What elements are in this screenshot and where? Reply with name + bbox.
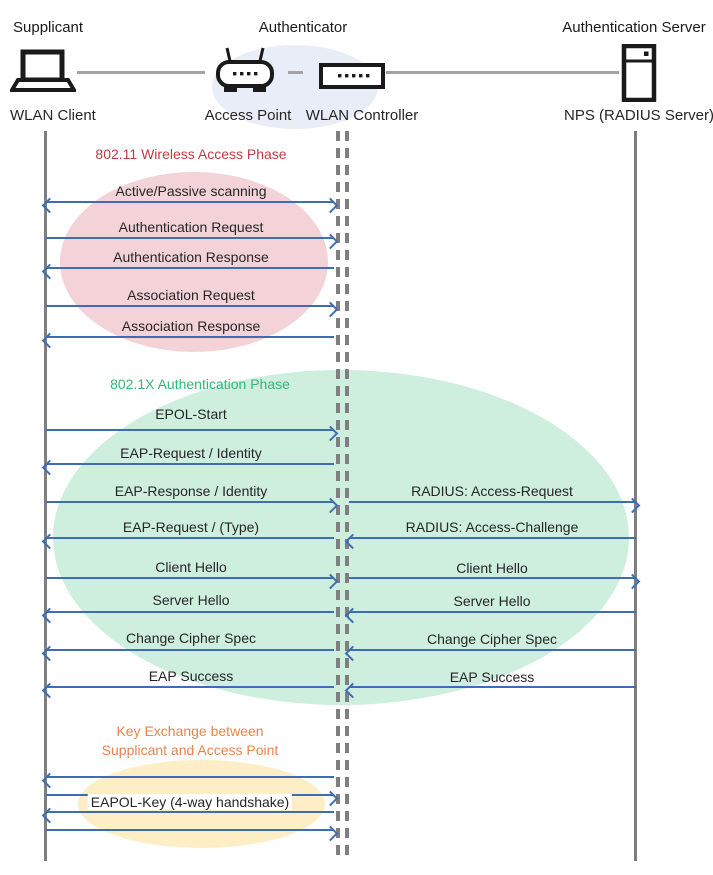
server-icon	[621, 43, 657, 103]
message-label: Association Response	[121, 318, 261, 334]
arrow-left	[46, 611, 334, 613]
arrow-right	[46, 305, 334, 307]
arrow-right	[46, 577, 334, 579]
message-label: Client Hello	[456, 560, 528, 576]
message-label: EAP-Request / Identity	[120, 445, 262, 461]
message-label: Change Cipher Spec	[126, 630, 256, 646]
caption-wlan-client: WLAN Client	[10, 107, 96, 124]
wlan-controller-icon	[319, 63, 385, 89]
arrow-left	[46, 649, 334, 651]
arrow-both	[46, 201, 334, 203]
key-exchange-title-line1: Key Exchange between	[116, 723, 264, 739]
message-label: EAP Success	[148, 668, 234, 684]
arrow-right	[46, 237, 334, 239]
message-label: Authentication Request	[118, 219, 264, 235]
arrow-left	[349, 686, 636, 688]
message-label: Server Hello	[152, 592, 230, 608]
message-label: EAP-Response / Identity	[114, 483, 268, 499]
role-authentication-server: Authentication Server	[562, 19, 706, 36]
lifeline-supplicant	[44, 131, 47, 861]
message-label: Change Cipher Spec	[427, 631, 557, 647]
message-label: RADIUS: Access-Challenge	[405, 519, 579, 535]
message-label: Client Hello	[155, 559, 227, 575]
caption-wlan-controller: WLAN Controller	[305, 107, 419, 124]
message-label: EAPOL-Key (4-way handshake)	[87, 794, 293, 810]
role-authenticator: Authenticator	[258, 19, 348, 36]
lifeline-authenticator-dash-2	[345, 131, 349, 855]
message-label: Active/Passive scanning	[115, 183, 267, 199]
connector-controller-server	[386, 71, 619, 74]
arrow-left	[349, 611, 636, 613]
connector-client-ap	[77, 71, 205, 74]
lifeline-authenticator-dash-1	[336, 131, 340, 855]
message-label: Authentication Response	[113, 249, 269, 265]
caption-nps-radius-server: NPS (RADIUS Server)	[563, 107, 713, 124]
arrow-right	[46, 829, 334, 831]
caption-access-point: Access Point	[204, 107, 292, 124]
message-label: Server Hello	[453, 593, 531, 609]
lifeline-auth-server	[634, 131, 637, 861]
message-label: EPOL-Start	[155, 406, 227, 422]
arrow-left	[46, 811, 334, 813]
phase-title-80211: 802.11 Wireless Access Phase	[95, 146, 287, 162]
message-label: Association Request	[127, 287, 255, 303]
arrow-left	[46, 267, 334, 269]
arrow-left	[46, 537, 334, 539]
message-label: RADIUS: Access-Request	[411, 483, 573, 499]
arrow-right	[46, 429, 334, 431]
access-point-icon	[214, 46, 278, 98]
arrow-left	[46, 776, 334, 778]
arrow-right	[349, 577, 636, 579]
arrow-right	[349, 501, 636, 503]
arrow-right	[46, 501, 334, 503]
phase-title-key-exchange: Key Exchange between Supplicant and Acce…	[70, 722, 310, 760]
connector-ap-controller	[288, 71, 303, 74]
arrow-left	[46, 336, 334, 338]
arrow-left	[349, 537, 636, 539]
role-supplicant: Supplicant	[13, 19, 84, 36]
phase-title-8021x: 802.1X Authentication Phase	[110, 376, 290, 392]
arrow-left	[46, 686, 334, 688]
arrow-left	[46, 463, 334, 465]
message-label: EAP-Request / (Type)	[122, 519, 260, 535]
laptop-icon	[8, 49, 78, 95]
message-label: EAP Success	[449, 669, 535, 685]
arrow-left	[349, 649, 636, 651]
key-exchange-title-line2: Supplicant and Access Point	[101, 742, 279, 758]
